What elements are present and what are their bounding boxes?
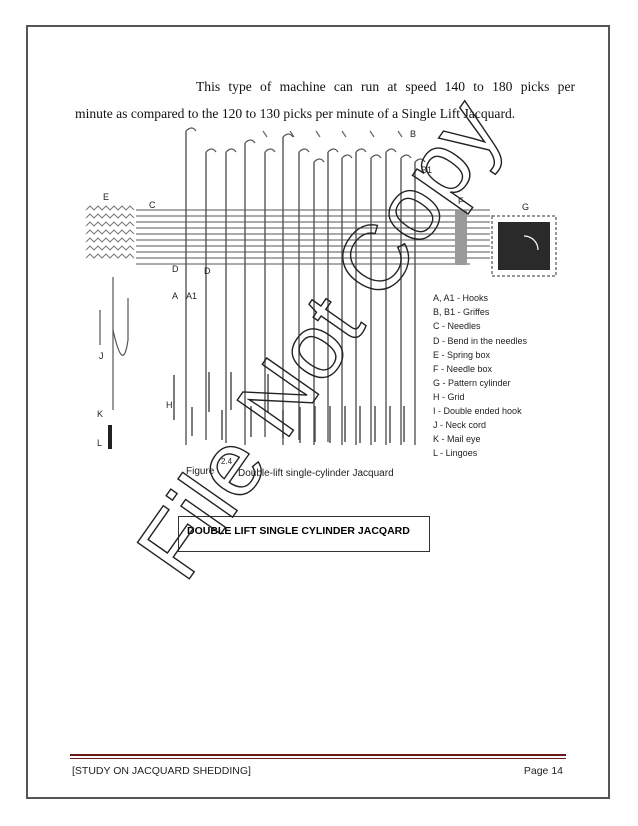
paragraph-line-2: minute as compared to the 120 to 130 pic…: [75, 106, 516, 121]
legend-item: I - Double ended hook: [433, 406, 522, 416]
figure-legend: A, A1 - Hooks B, B1 - Griffes C - Needle…: [433, 293, 528, 458]
label-l: L: [97, 438, 102, 448]
spring-box: [85, 205, 135, 259]
label-j: J: [99, 351, 104, 361]
hook-bends: [185, 127, 426, 163]
grid-hooks: [173, 372, 405, 443]
legend-item: A, A1 - Hooks: [433, 293, 489, 303]
label-e: E: [103, 192, 109, 202]
label-a1: A1: [186, 291, 197, 301]
legend-item: F - Needle box: [433, 364, 493, 374]
label-h: H: [166, 400, 173, 410]
legend-item: L - Lingoes: [433, 448, 478, 458]
legend-item: J - Neck cord: [433, 420, 486, 430]
needles: [136, 209, 490, 265]
needle-box: [455, 210, 467, 265]
label-b: B: [410, 129, 416, 139]
figure-caption: Double-lift single-cylinder Jacquard: [238, 468, 394, 479]
label-a: A: [172, 291, 178, 301]
label-b1: B1: [421, 165, 432, 175]
label-f: F: [458, 196, 464, 206]
legend-item: B, B1 - Griffes: [433, 307, 490, 317]
legend-item: C - Needles: [433, 321, 481, 331]
page-border: [26, 25, 610, 799]
griffe-marks: [262, 130, 403, 138]
lingoe: [108, 425, 112, 449]
footer-rule-thin: [70, 758, 566, 759]
legend-item: K - Mail eye: [433, 434, 481, 444]
label-d-right: D: [204, 266, 211, 276]
page-number: Page 14: [523, 765, 563, 777]
label-d-left: D: [172, 264, 179, 274]
body-paragraph: This type of machine can run at speed 14…: [75, 73, 575, 127]
footer-rule: [70, 754, 566, 756]
label-k: K: [97, 409, 103, 419]
footer-title: [STUDY ON JACQUARD SHEDDING]: [72, 765, 251, 777]
caption-box: DOUBLE LIFT SINGLE CYLINDER JACQARD: [178, 516, 430, 552]
legend-item: G - Pattern cylinder: [433, 378, 511, 388]
paragraph-line-1: This type of machine can run at speed 14…: [196, 79, 575, 94]
figure-caption-prefix: Figure: [186, 466, 215, 477]
neck-cord: [99, 277, 129, 410]
label-g: G: [522, 202, 529, 212]
figure-number: 2.4: [221, 457, 233, 466]
caption-box-text: DOUBLE LIFT SINGLE CYLINDER JACQARD: [187, 525, 410, 537]
label-c: C: [149, 200, 156, 210]
hook-wires: [185, 131, 416, 445]
legend-item: E - Spring box: [433, 350, 491, 360]
pattern-cylinder: [491, 215, 557, 277]
legend-item: D - Bend in the needles: [433, 336, 528, 346]
legend-item: H - Grid: [433, 392, 465, 402]
